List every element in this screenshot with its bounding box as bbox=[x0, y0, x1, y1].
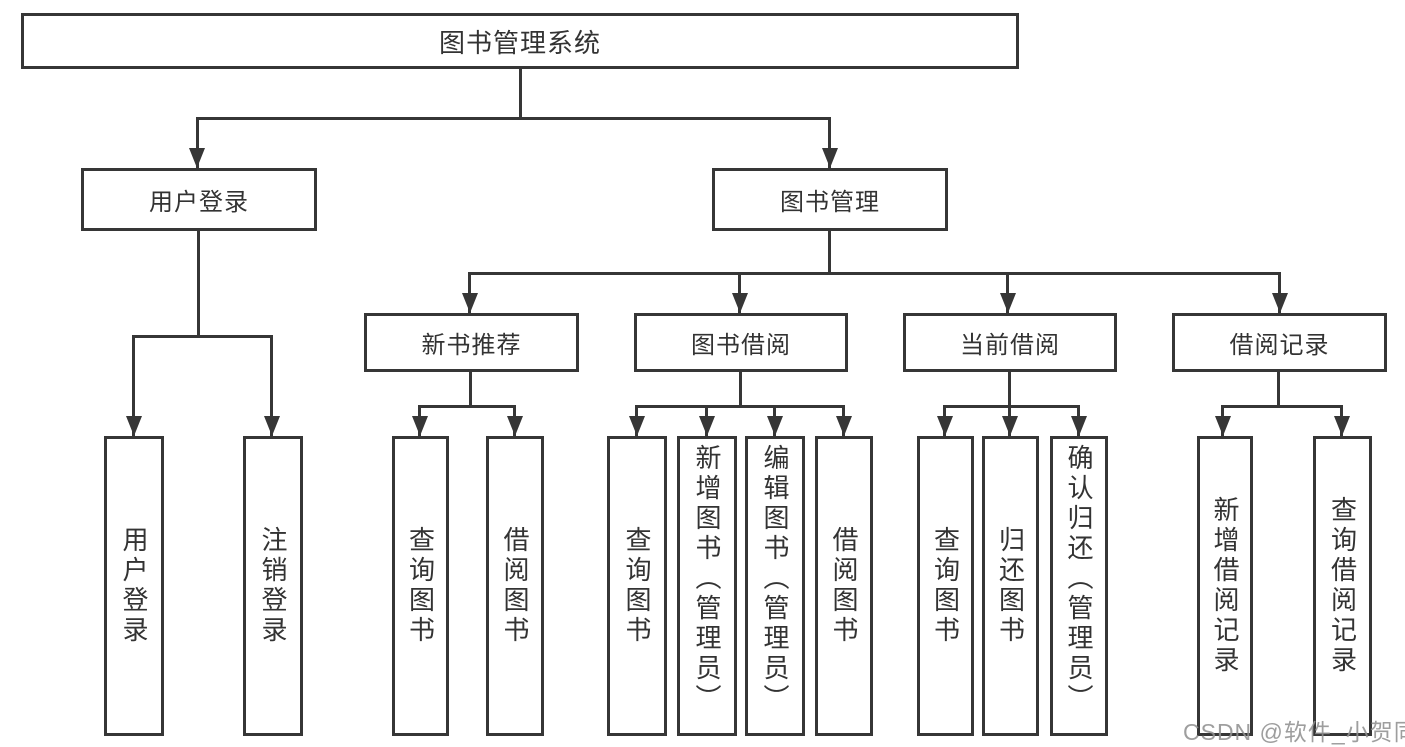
connector-level2-rail bbox=[470, 272, 1281, 275]
arrow-down-icon bbox=[1002, 416, 1018, 436]
arrow-down-icon bbox=[462, 293, 478, 313]
connector-arrow-shaft bbox=[468, 272, 471, 313]
leaf-rc-query-record-label: 查询借阅记录 bbox=[1327, 496, 1358, 676]
connector-current-stem bbox=[1008, 372, 1011, 405]
arrow-down-icon bbox=[1000, 293, 1016, 313]
arrow-down-icon bbox=[699, 416, 715, 436]
node-book-mgmt-label: 图书管理 bbox=[780, 189, 880, 216]
node-book-borrow: 图书借阅 bbox=[634, 313, 848, 372]
leaf-bw-add-book-admin: 新增图书（管理员） bbox=[677, 436, 737, 736]
leaf-cu-query-book: 查询图书 bbox=[917, 436, 974, 736]
arrow-down-icon bbox=[264, 416, 280, 436]
node-book-borrow-label: 图书借阅 bbox=[691, 332, 791, 359]
leaf-user-login: 用户登录 bbox=[104, 436, 164, 736]
leaf-cu-confirm-return-admin: 确认归还（管理员） bbox=[1050, 436, 1108, 736]
arrow-down-icon bbox=[412, 416, 428, 436]
arrow-down-icon bbox=[1334, 416, 1350, 436]
connector-borrow-rail bbox=[637, 405, 845, 408]
connector-current-rail bbox=[945, 405, 1080, 408]
leaf-nb-borrow-book-label: 借阅图书 bbox=[500, 526, 530, 646]
node-new-book-rec-label: 新书推荐 bbox=[421, 332, 522, 359]
leaf-bw-borrow-book-label: 借阅图书 bbox=[829, 526, 859, 646]
leaf-bw-add-book-admin-label: 新增图书（管理员） bbox=[692, 444, 722, 714]
arrow-down-icon bbox=[937, 416, 953, 436]
connector-arrow-shaft bbox=[196, 117, 199, 168]
node-borrow-record-label: 借阅记录 bbox=[1229, 332, 1330, 359]
leaf-logout: 注销登录 bbox=[243, 436, 303, 736]
connector-arrow-shaft bbox=[828, 117, 831, 168]
connector-borrow-stem bbox=[739, 372, 742, 405]
arrow-down-icon bbox=[767, 416, 783, 436]
connector-book-mgmt-stem bbox=[828, 231, 831, 275]
arrow-down-icon bbox=[1272, 293, 1288, 313]
connector-root-stem bbox=[519, 69, 522, 117]
leaf-rc-add-record: 新增借阅记录 bbox=[1197, 436, 1253, 736]
leaf-cu-confirm-return-admin-label: 确认归还（管理员） bbox=[1064, 444, 1094, 714]
arrow-down-icon bbox=[1071, 416, 1087, 436]
arrow-down-icon bbox=[629, 416, 645, 436]
connector-record-stem bbox=[1277, 372, 1280, 405]
node-current-borrow-label: 当前借阅 bbox=[960, 332, 1060, 359]
connector-user-login-stem bbox=[197, 231, 200, 335]
node-user-login: 用户登录 bbox=[81, 168, 317, 231]
leaf-rc-add-record-label: 新增借阅记录 bbox=[1210, 496, 1240, 676]
node-new-book-rec: 新书推荐 bbox=[364, 313, 579, 372]
node-root-system: 图书管理系统 bbox=[21, 13, 1019, 69]
node-borrow-record: 借阅记录 bbox=[1172, 313, 1387, 372]
leaf-logout-label: 注销登录 bbox=[258, 526, 288, 646]
leaf-bw-edit-book-admin-label: 编辑图书（管理员） bbox=[760, 444, 790, 714]
connector-arrow-shaft bbox=[132, 335, 135, 436]
connector-record-rail bbox=[1223, 405, 1343, 408]
arrow-down-icon bbox=[836, 416, 852, 436]
leaf-cu-return-book-label: 归还图书 bbox=[995, 526, 1026, 646]
leaf-bw-borrow-book: 借阅图书 bbox=[815, 436, 873, 736]
connector-new-book-rail bbox=[420, 405, 516, 408]
leaf-nb-borrow-book: 借阅图书 bbox=[486, 436, 544, 736]
connector-arrow-shaft bbox=[1278, 272, 1281, 313]
leaf-user-login-label: 用户登录 bbox=[119, 526, 149, 646]
leaf-nb-query-book: 查询图书 bbox=[392, 436, 449, 736]
csdn-watermark: CSDN @软件_小贺同学 bbox=[1183, 719, 1405, 745]
leaf-cu-return-book: 归还图书 bbox=[982, 436, 1039, 736]
connector-level1-rail bbox=[197, 117, 831, 120]
node-user-login-label: 用户登录 bbox=[149, 189, 249, 216]
arrow-down-icon bbox=[1215, 416, 1231, 436]
arrow-down-icon bbox=[126, 416, 142, 436]
connector-arrow-shaft bbox=[738, 272, 741, 313]
leaf-bw-query-book-label: 查询图书 bbox=[622, 526, 652, 646]
leaf-bw-edit-book-admin: 编辑图书（管理员） bbox=[745, 436, 805, 736]
arrow-down-icon bbox=[732, 293, 748, 313]
arrow-down-icon bbox=[507, 416, 523, 436]
connector-arrow-shaft bbox=[1006, 272, 1009, 313]
node-book-mgmt: 图书管理 bbox=[712, 168, 948, 231]
connector-user-login-rail bbox=[134, 335, 273, 338]
arrow-down-icon bbox=[822, 148, 838, 168]
leaf-cu-query-book-label: 查询图书 bbox=[930, 526, 961, 646]
arrow-down-icon bbox=[189, 148, 205, 168]
leaf-bw-query-book: 查询图书 bbox=[607, 436, 667, 736]
leaf-nb-query-book-label: 查询图书 bbox=[405, 526, 436, 646]
leaf-rc-query-record: 查询借阅记录 bbox=[1313, 436, 1372, 736]
connector-arrow-shaft bbox=[270, 335, 273, 436]
node-root-label: 图书管理系统 bbox=[438, 27, 601, 58]
connector-new-book-stem bbox=[469, 372, 472, 405]
node-current-borrow: 当前借阅 bbox=[903, 313, 1117, 372]
